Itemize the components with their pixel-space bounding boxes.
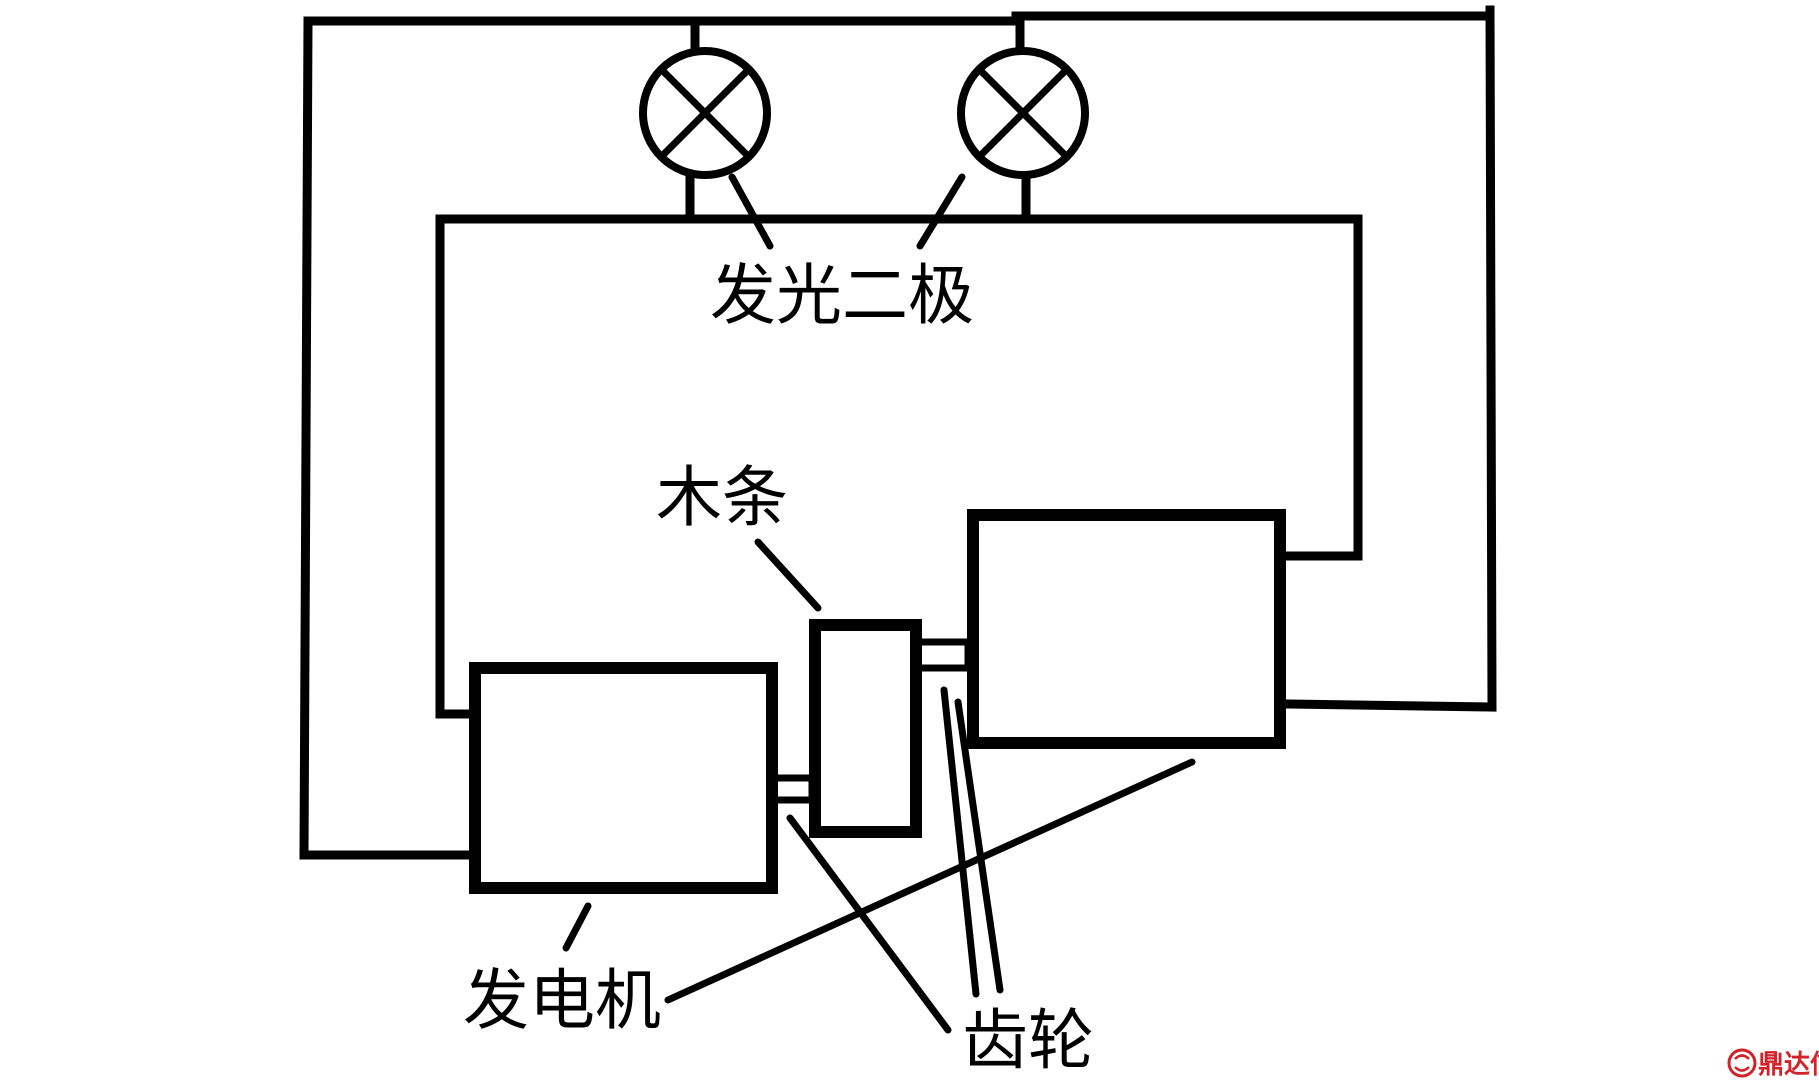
- generator-leader-short: [562, 902, 592, 952]
- inner-wire: [435, 214, 1363, 719]
- led-leader-left: [728, 173, 774, 250]
- motor-box: [967, 509, 1286, 749]
- lamp-right: [957, 47, 1089, 179]
- gear-leader-left: [786, 814, 952, 1034]
- watermark: 鼎达信: [1727, 1048, 1819, 1080]
- gear-leader-mid: [940, 686, 980, 998]
- gear-label: 齿轮: [962, 1002, 1094, 1079]
- watermark-logo-icon: [1727, 1048, 1757, 1078]
- watermark-logo-mark: [1734, 1054, 1750, 1072]
- generator-label: 发电机: [463, 962, 661, 1039]
- right-shaft: [912, 638, 972, 672]
- gear-leader-right: [954, 698, 1004, 994]
- wood-strip-leader: [754, 538, 822, 612]
- generator-box: [469, 662, 778, 894]
- generator-leader-long: [664, 758, 1196, 1004]
- lamp-left: [639, 47, 771, 179]
- watermark-text: 鼎达信: [1758, 1050, 1819, 1080]
- led-leader-right: [916, 173, 966, 250]
- wood-strip-block: [809, 619, 922, 838]
- led-label: 发光二极: [710, 257, 974, 334]
- wood-strip-label: 木条: [656, 459, 788, 536]
- outer-wire: [299, 5, 1497, 860]
